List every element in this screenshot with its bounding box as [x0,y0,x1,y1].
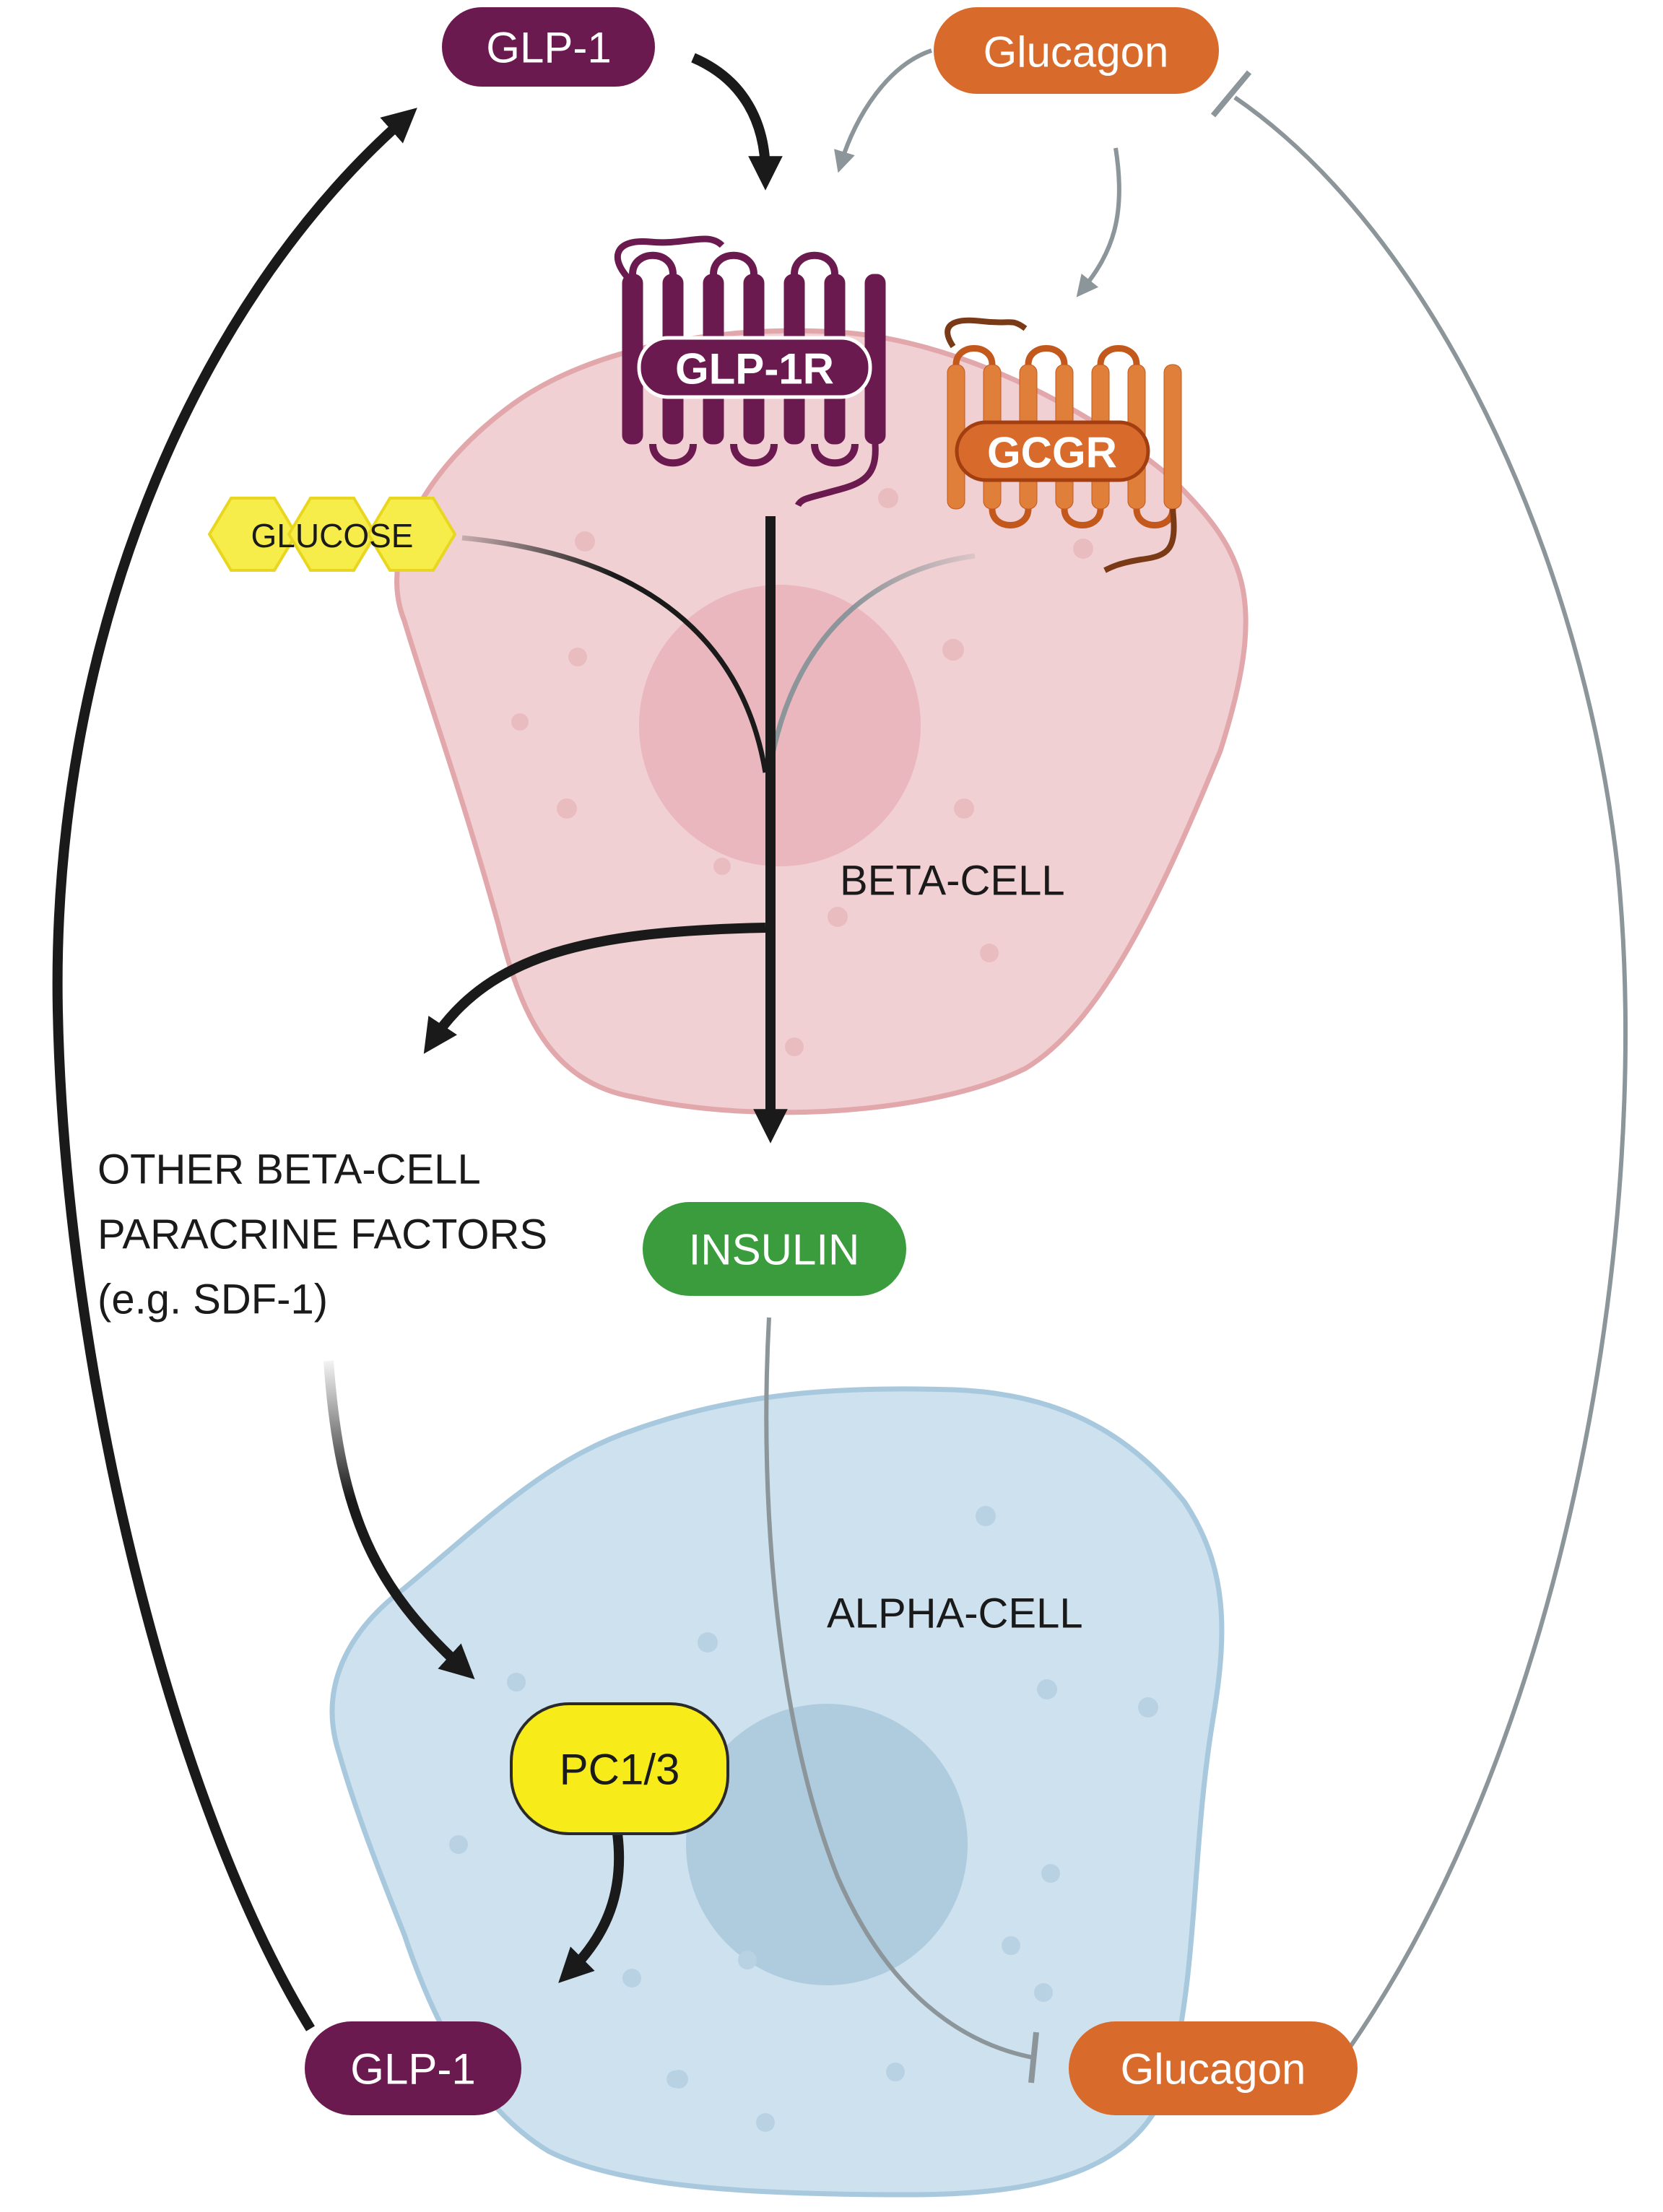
glucagon-top-node: Glucagon [934,7,1219,94]
alpha-cell-granules [449,1506,1158,2132]
insulin-inhibits-glucagon-line [764,1317,1033,2060]
glucagon-bottom-node: Glucagon [1069,2021,1358,2115]
gcgr-receptor [945,317,1182,573]
pc13-to-glp1-arrow [558,1833,625,1983]
glucose-molecule [207,497,457,572]
beta-cell [394,328,1249,1115]
beta-cell-label: BETA-CELL [840,858,1065,905]
paracrine-factors-arrow [423,923,766,1054]
glp1-top-node: GLP-1 [442,7,655,87]
paracrine-to-pc13-arrow [324,1360,475,1680]
insulin-label: INSULIN [689,1226,860,1274]
glucagon-feedback-tbar [1210,70,1252,118]
glucagon-to-glp1r-arrow [834,48,932,173]
paracrine-factors-line1: OTHER BETA-CELL [97,1146,481,1193]
gcgr-label: GCGR [987,429,1117,477]
paracrine-factors-line3: (e.g. SDF-1) [97,1276,328,1323]
insulin-node: INSULIN [643,1202,906,1296]
glp1-release-arrow [52,108,417,2032]
pc13-label: PC1/3 [560,1746,680,1794]
paracrine-factors-line2: PARACRINE FACTORS [97,1211,547,1258]
glp1r-label: GLP-1R [675,345,834,393]
glucagon-bottom-label: Glucagon [1121,2045,1306,2094]
pc13-node: PC1/3 [510,1702,729,1835]
glp1r-receptor [614,235,886,508]
gcgr-signal-line [766,553,976,773]
glp1-bottom-node: GLP-1 [305,2021,521,2115]
glucose-label: GLUCOSE [251,517,414,554]
glucagon-feedback-inhibition [1233,95,1628,2048]
insulin-inhibits-glucagon-tbar [1028,2032,1039,2083]
glp1-top-label: GLP-1 [486,24,611,72]
glucagon-top-label: Glucagon [984,28,1169,77]
beta-cell-granules [511,488,1093,1056]
alpha-cell-label: ALPHA-CELL [827,1590,1083,1637]
glp1-to-receptor-arrow [691,53,783,191]
glp1r-label-pill [637,336,872,399]
glp1-bottom-label: GLP-1 [350,2045,475,2094]
glucagon-to-gcgr-arrow [1076,147,1121,297]
gcgr-label-pill [955,420,1150,482]
glucose-signal-line [461,535,768,773]
